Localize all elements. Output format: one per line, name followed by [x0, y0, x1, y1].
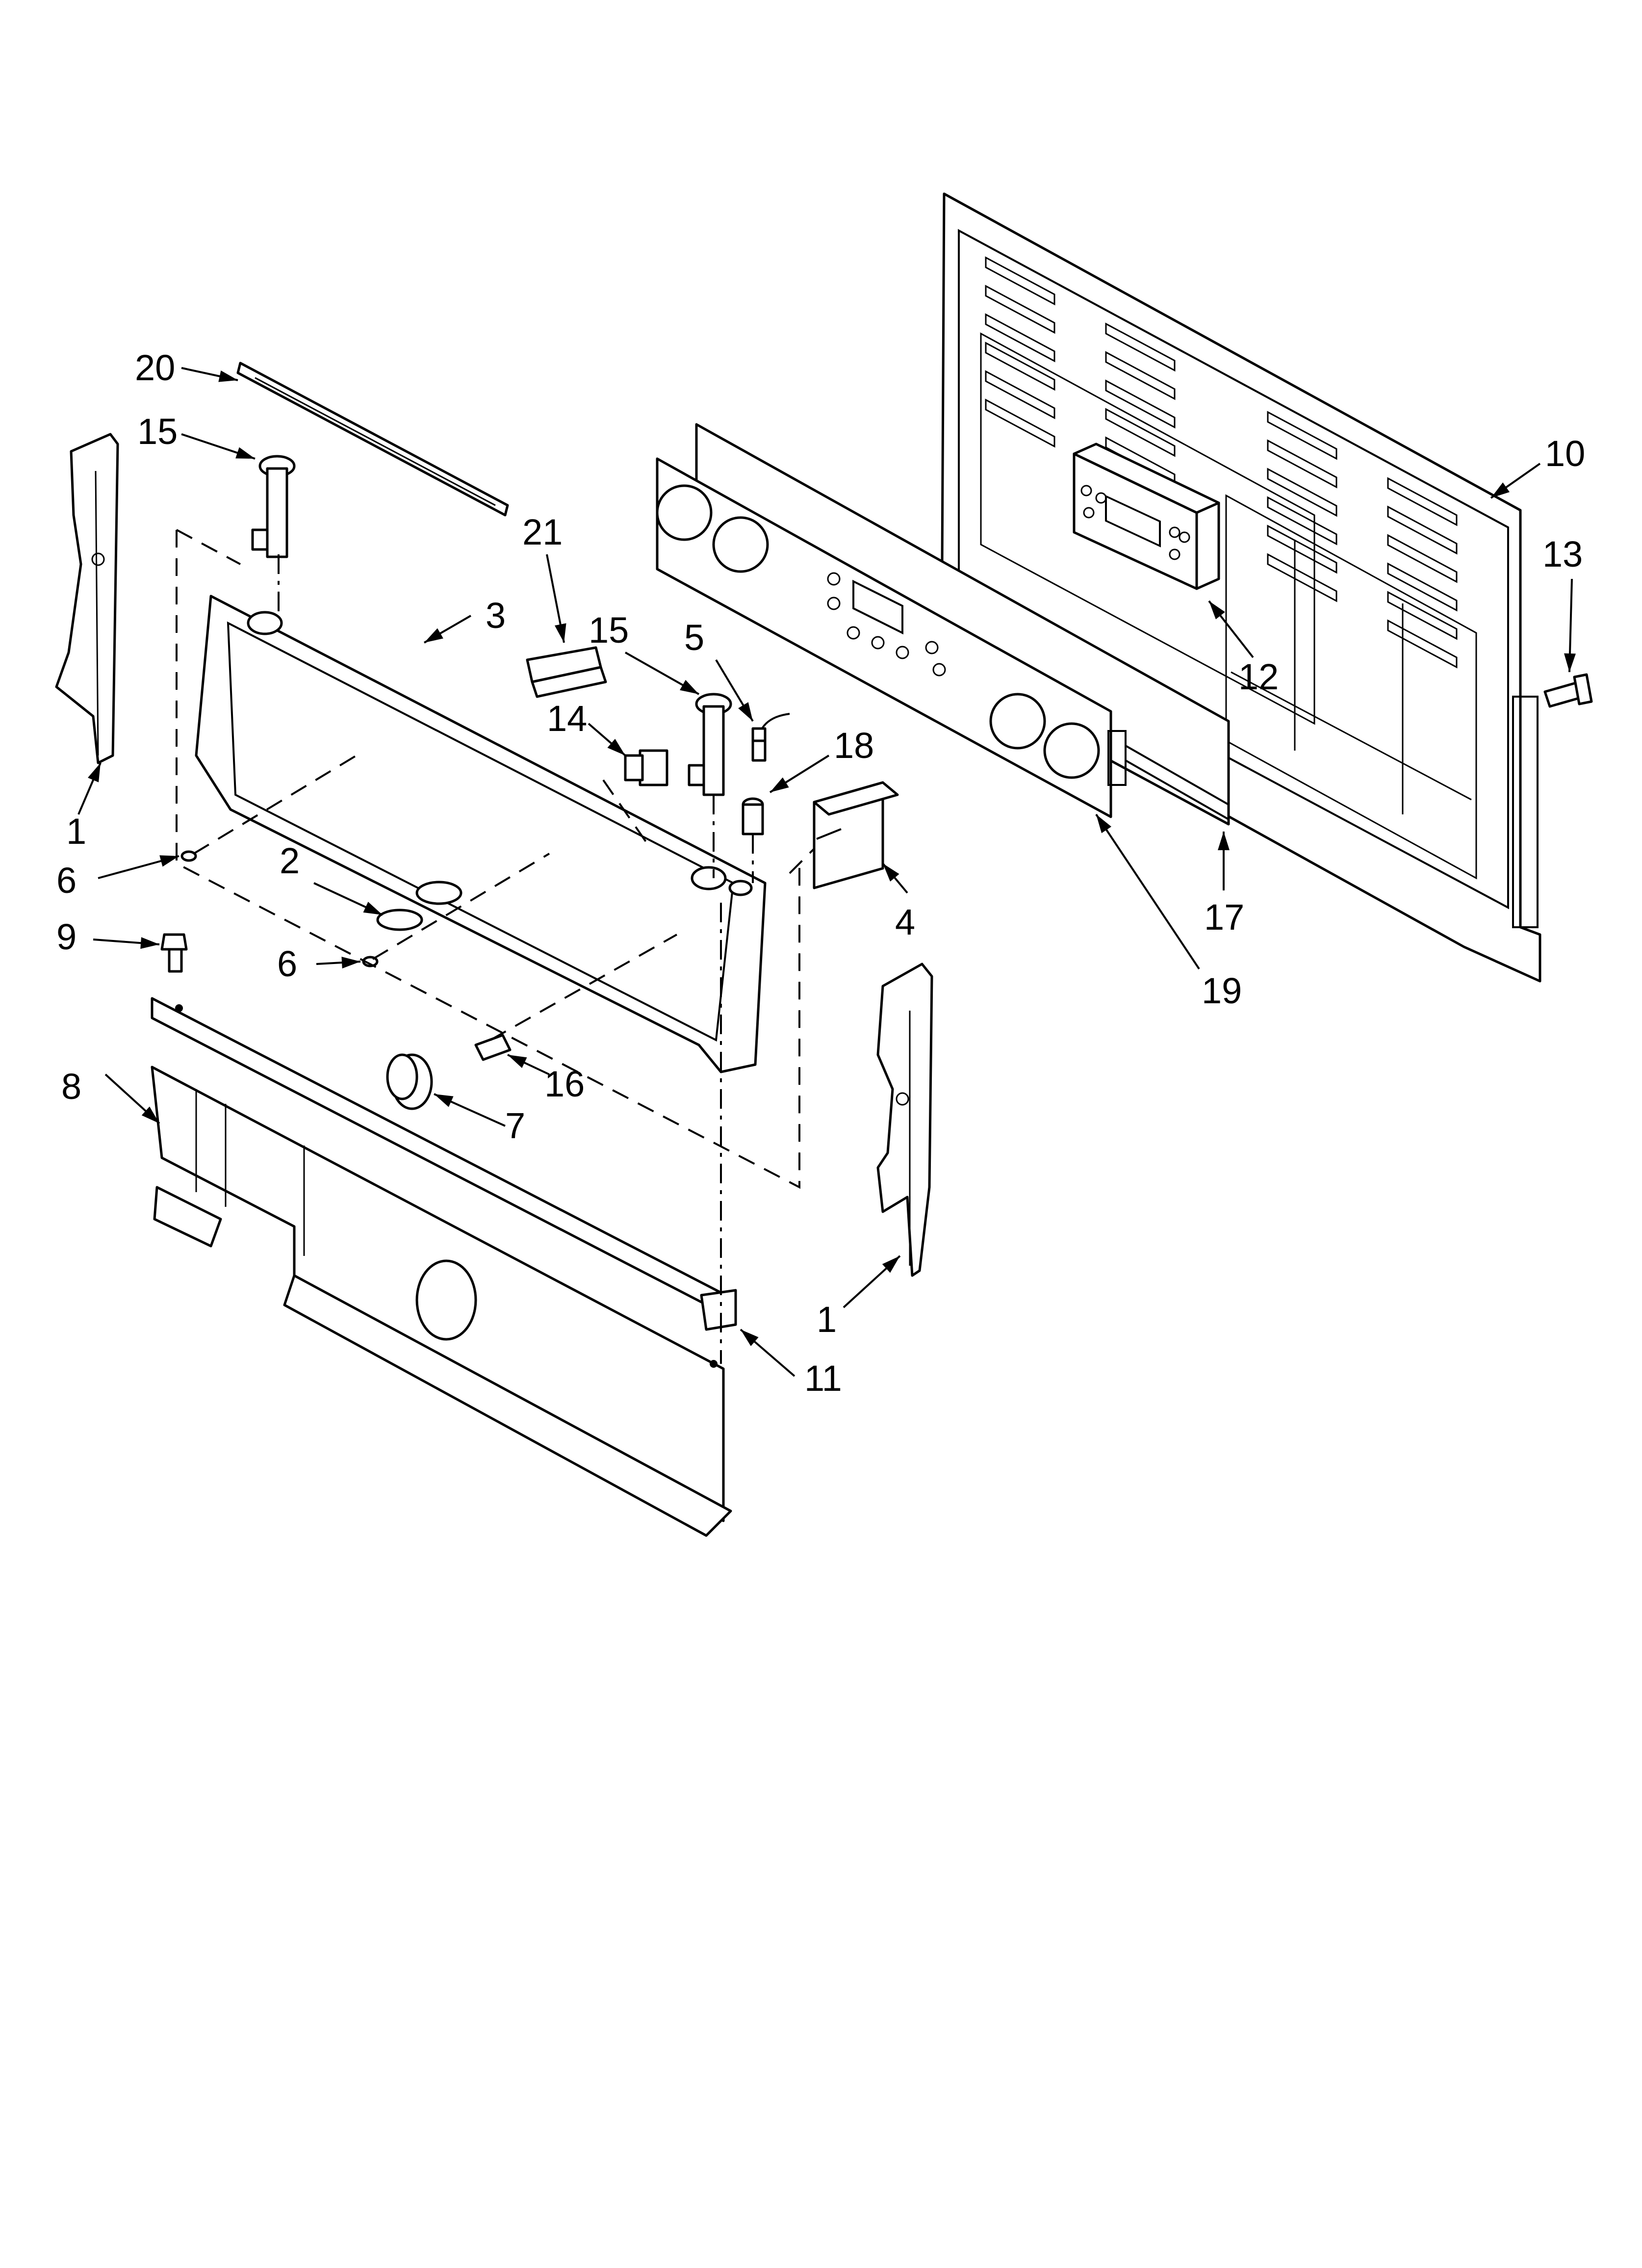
arrowhead-18	[770, 777, 789, 792]
arrowhead-14	[607, 739, 625, 756]
arrowhead-11	[741, 1330, 759, 1346]
arrowhead-19	[1096, 814, 1112, 834]
callout-16: 16	[544, 1064, 585, 1104]
part-13-screw	[1543, 673, 1593, 708]
part-10-back-panel	[940, 192, 1541, 983]
arrowhead-4	[883, 863, 899, 882]
vent-slot	[985, 398, 1055, 448]
arrowhead-7	[434, 1094, 454, 1107]
vent-slot	[1387, 534, 1458, 583]
callout-20: 20	[135, 347, 175, 388]
arrowhead-10	[1491, 482, 1510, 498]
callout-6-lower: 6	[277, 943, 297, 984]
part-11-trim	[175, 1004, 737, 1368]
part-8-manifold-panel	[151, 997, 732, 1537]
callout-17: 17	[1204, 897, 1244, 938]
part-2-lens	[376, 909, 423, 931]
callout-13: 13	[1542, 534, 1583, 574]
arrowhead-15a	[235, 447, 255, 459]
part-6-screw-upper	[180, 850, 197, 862]
leader-line-19	[1095, 813, 1200, 970]
vent-slot	[1105, 322, 1176, 372]
arrowhead-1a	[88, 763, 101, 782]
vent-slot	[1387, 619, 1458, 669]
arrowhead-21	[554, 623, 566, 643]
arrowhead-6b	[341, 957, 360, 969]
assembly-guide-lines	[176, 529, 815, 1364]
callout-9: 9	[56, 916, 77, 957]
arrowhead-8	[141, 1106, 159, 1123]
vent-slot	[1267, 553, 1337, 602]
vent-slot	[1267, 496, 1337, 546]
vent-slot	[985, 313, 1055, 363]
part-9-screw	[160, 933, 188, 973]
part-18-indicator-light	[742, 797, 764, 835]
part-19-overlay	[656, 423, 1230, 826]
vent-slot	[1387, 505, 1458, 555]
arrowhead-13	[1564, 653, 1576, 672]
callout-4: 4	[895, 902, 915, 942]
arrowhead-1b	[882, 1256, 900, 1273]
part-3-control-panel	[195, 595, 767, 1073]
part-4-switch-box	[813, 781, 899, 889]
vent-slot	[1267, 411, 1337, 460]
arrowhead-16	[508, 1055, 527, 1069]
part-20-trim-strip	[236, 362, 509, 517]
callout-21: 21	[522, 512, 563, 552]
vent-slot	[985, 256, 1055, 306]
part-15-switch-right	[688, 693, 732, 796]
callout-2: 2	[280, 840, 300, 881]
callout-15-left: 15	[137, 411, 178, 452]
callout-labels: 20 15 1 21 3 15 5 14 18 6 2 6 9 4 8 16 7…	[56, 347, 1585, 1399]
callout-6-upper: 6	[56, 860, 77, 901]
part-21-clip	[526, 646, 607, 698]
arrowhead-6a	[159, 855, 179, 867]
vent-slot	[1387, 477, 1458, 526]
part-14-rocker-switch	[624, 749, 668, 786]
arrowhead-5	[738, 702, 753, 721]
callout-12: 12	[1238, 656, 1279, 697]
arrowhead-2	[363, 902, 383, 915]
part-7-knob	[386, 1053, 433, 1110]
vent-slot	[1105, 351, 1176, 400]
vent-slot	[1267, 439, 1337, 489]
callout-11: 11	[804, 1358, 842, 1399]
part-5-wire-harness	[751, 713, 790, 762]
part-15-switch-left	[251, 455, 296, 558]
vent-slot	[985, 285, 1055, 334]
callout-1-right: 1	[817, 1299, 837, 1340]
callout-15-right: 15	[589, 610, 629, 651]
vent-slot	[1105, 379, 1176, 429]
callout-1-left: 1	[66, 811, 86, 852]
part-1-end-cap-right	[876, 963, 933, 1277]
arrowhead-20	[218, 370, 238, 382]
arrowhead-3	[424, 628, 443, 643]
callout-19: 19	[1202, 970, 1242, 1011]
callout-14: 14	[547, 698, 587, 739]
callout-10: 10	[1545, 433, 1585, 474]
vent-slot	[985, 370, 1055, 419]
vent-slot	[1105, 408, 1176, 457]
callout-3: 3	[486, 595, 506, 636]
callout-5: 5	[684, 617, 704, 658]
callout-leaders	[77, 367, 1576, 1377]
arrowhead-9	[140, 937, 159, 949]
arrowhead-17	[1218, 832, 1230, 850]
arrowhead-12	[1209, 601, 1225, 620]
vent-slot	[1267, 524, 1337, 574]
callout-7: 7	[505, 1105, 525, 1146]
vent-slot	[1267, 468, 1337, 517]
vent-slot	[1387, 562, 1458, 612]
arrowhead-15b	[680, 679, 699, 694]
part-17-bracket	[1125, 744, 1230, 821]
callout-8: 8	[61, 1066, 81, 1107]
part-12-control-board	[1073, 443, 1220, 590]
part-1-end-cap-left	[55, 433, 119, 764]
callout-18: 18	[834, 725, 874, 766]
vent-slot	[1387, 591, 1458, 640]
vent-slot	[985, 341, 1055, 391]
